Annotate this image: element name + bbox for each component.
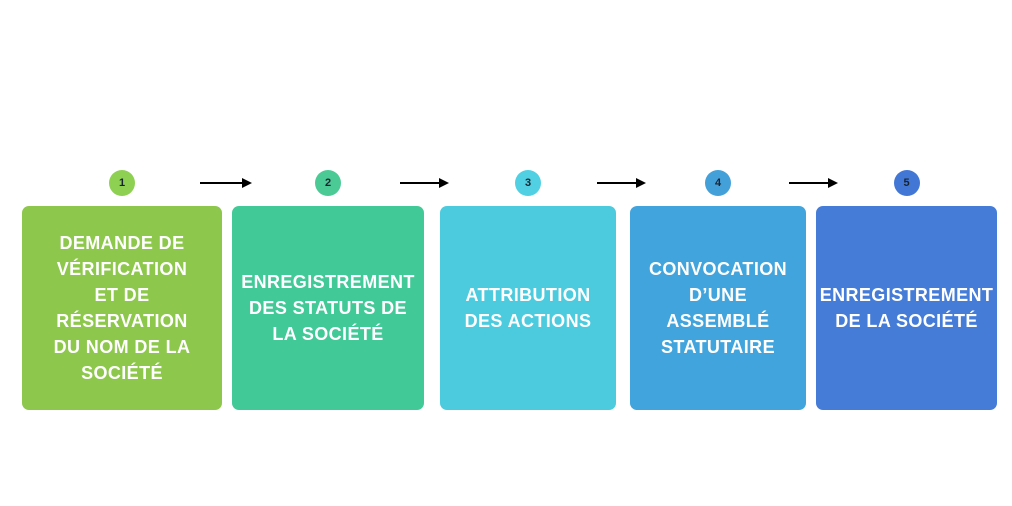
- step-box: ATTRIBUTION DES ACTIONS: [440, 206, 616, 410]
- step-box: ENREGISTREMENT DES STATUTS DE LA SOCIÉTÉ: [232, 206, 424, 410]
- step-number-badge: 3: [515, 170, 541, 196]
- step-label: ENREGISTREMENT DE LA SOCIÉTÉ: [819, 285, 994, 331]
- step-number-badge: 1: [109, 170, 135, 196]
- step-box: DEMANDE DE VÉRIFICATION ET DE RÉSERVATIO…: [22, 206, 222, 410]
- arrow-head: [439, 177, 449, 188]
- arrow-shaft: [200, 181, 244, 185]
- arrow-shaft: [400, 181, 441, 185]
- step-number-badge: 4: [705, 170, 731, 196]
- step-label: ATTRIBUTION DES ACTIONS: [464, 285, 592, 331]
- arrow-shaft: [597, 181, 638, 185]
- arrow-head: [242, 177, 252, 188]
- step-box: ENREGISTREMENT DE LA SOCIÉTÉ: [816, 206, 997, 410]
- step-label: ENREGISTREMENT DES STATUTS DE LA SOCIÉTÉ: [241, 272, 415, 344]
- arrow-shaft: [789, 181, 830, 185]
- arrow-head: [828, 177, 838, 188]
- step-label: CONVOCATION D’UNE ASSEMBLÉ STATUTAIRE: [648, 259, 788, 357]
- step-number-badge: 5: [893, 170, 920, 196]
- step-number-badge: 2: [315, 170, 341, 196]
- step-label: DEMANDE DE VÉRIFICATION ET DE RÉSERVATIO…: [53, 233, 191, 383]
- arrow-head: [636, 177, 646, 188]
- step-box: CONVOCATION D’UNE ASSEMBLÉ STATUTAIRE: [630, 206, 806, 410]
